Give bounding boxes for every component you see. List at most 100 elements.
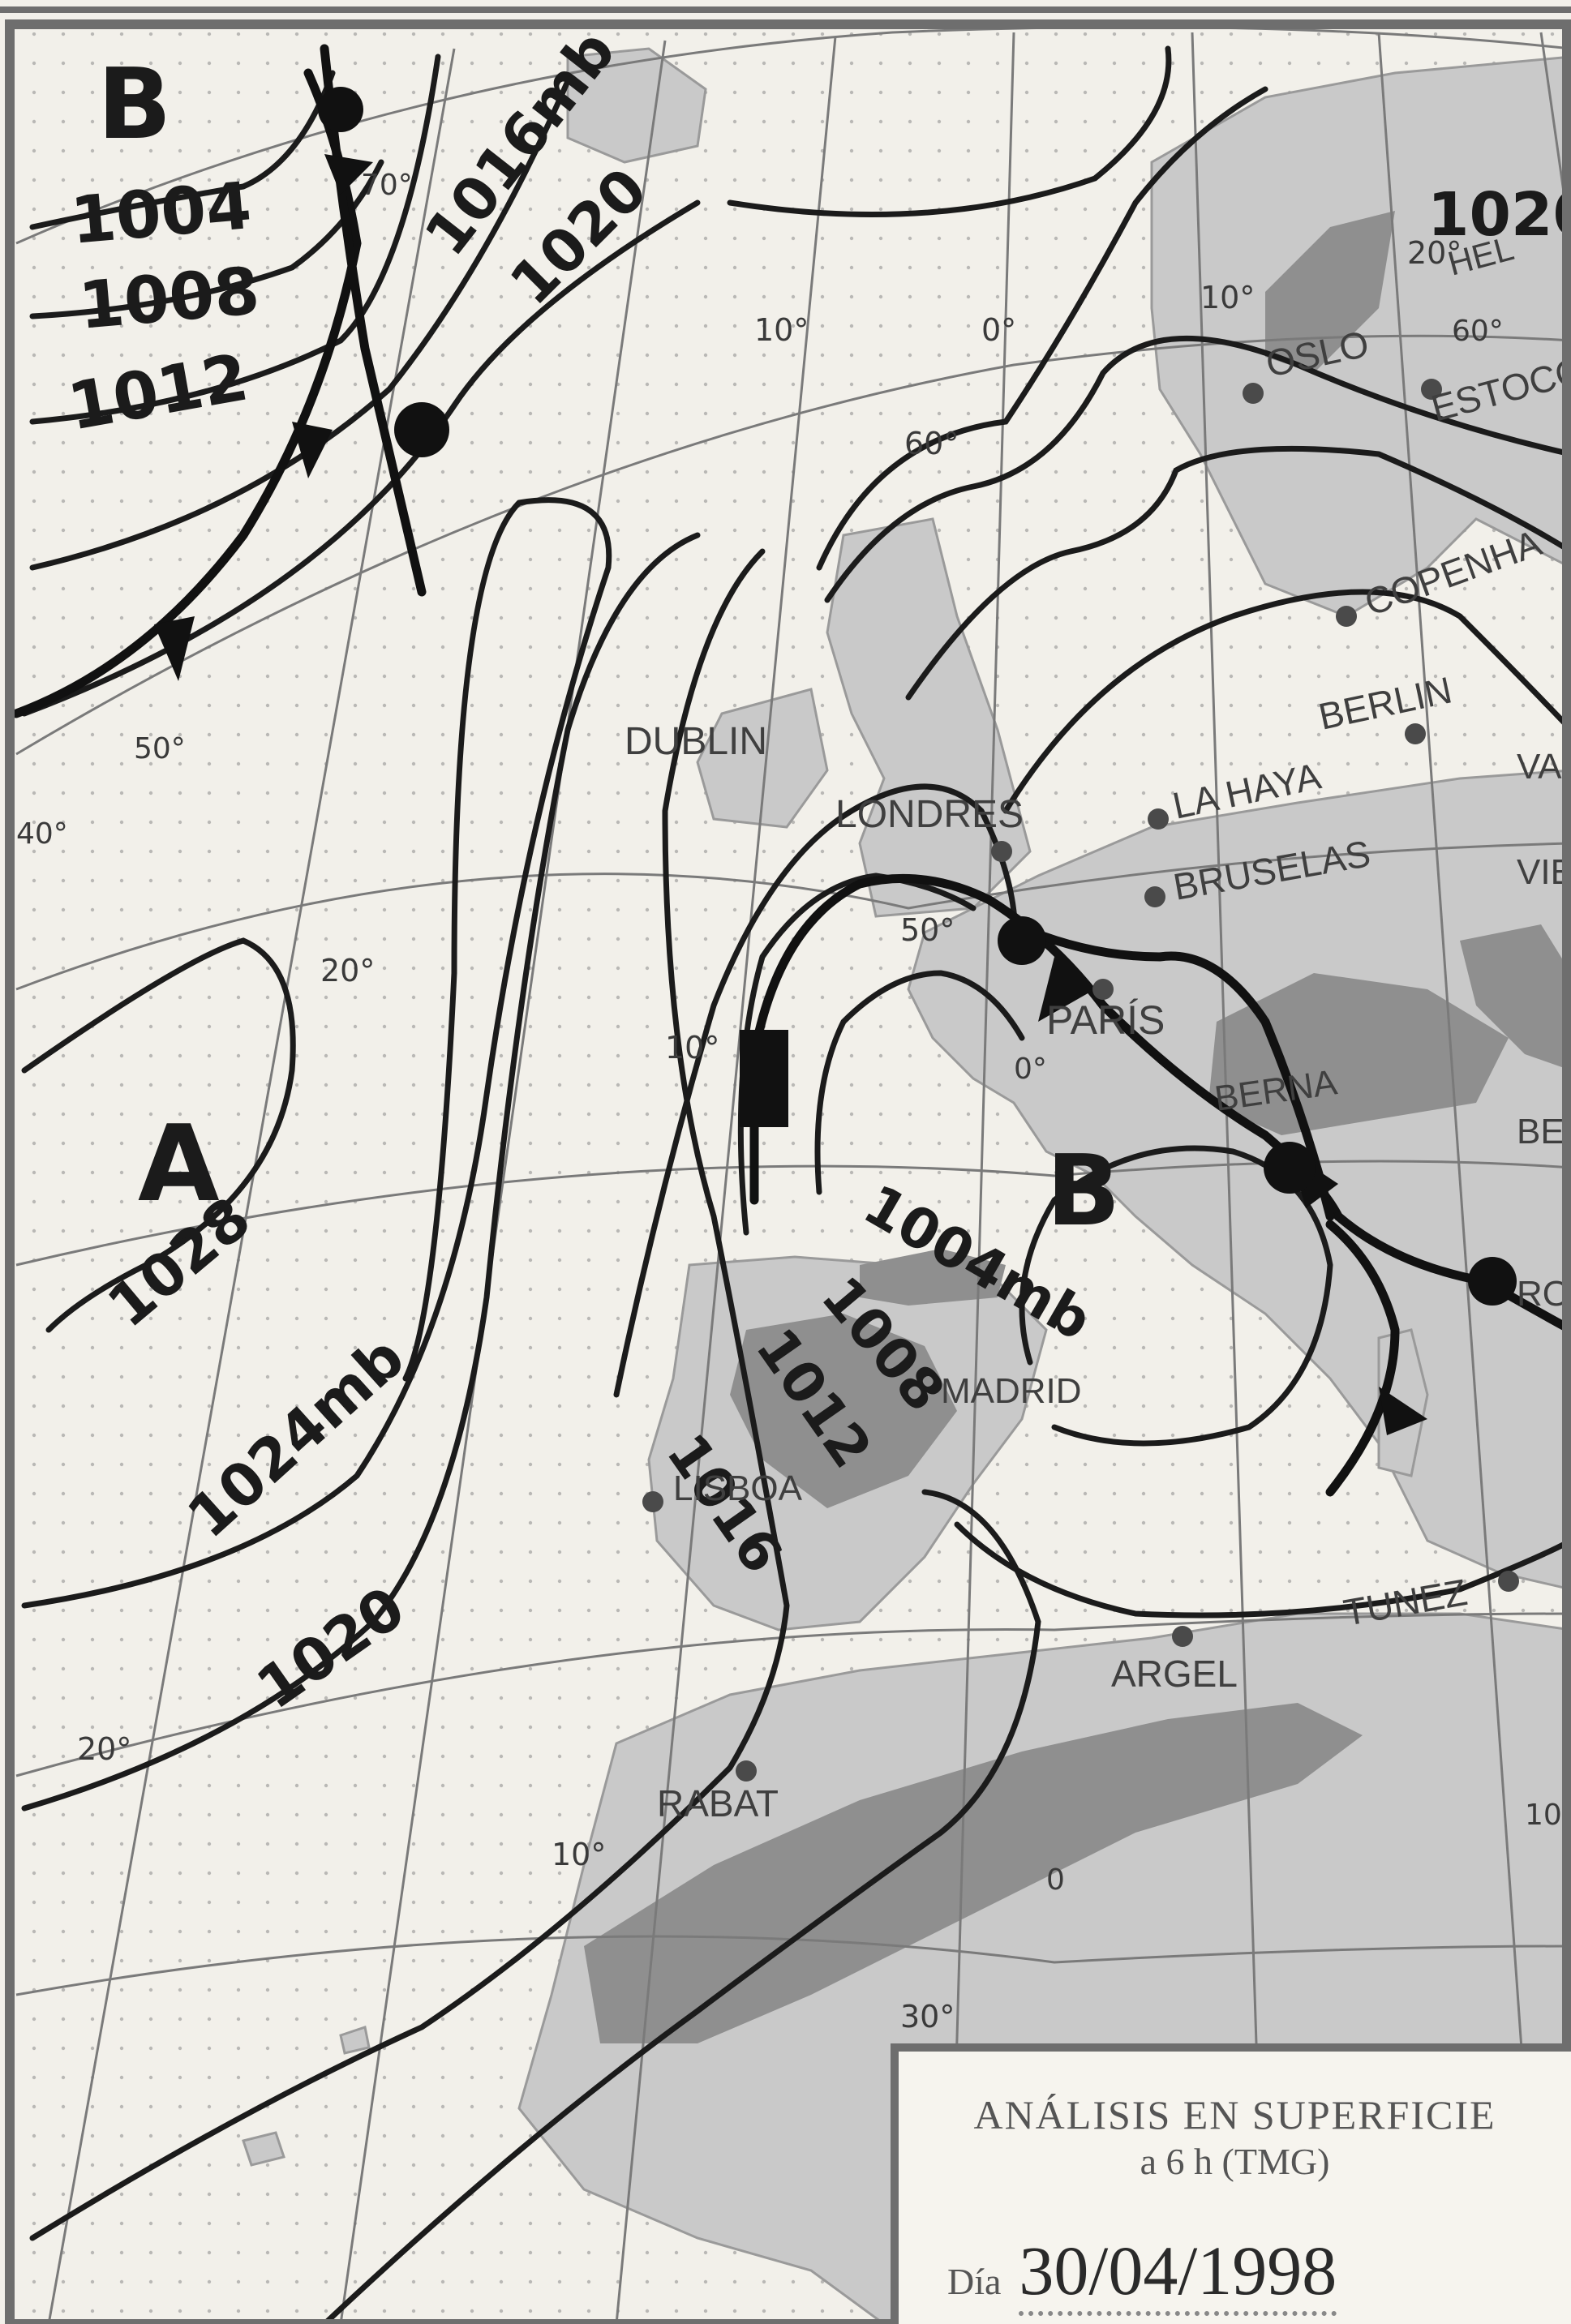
pressure-center-a-atlantic: A (138, 1102, 220, 1225)
graticule-label-60-center: 60° (904, 426, 959, 461)
graticule-label-10w-bottom: 10° (552, 1837, 606, 1872)
relief-alps (1208, 973, 1509, 1135)
land-britain (826, 517, 1032, 918)
graticule-label-0-bottom: 0 (1046, 1863, 1065, 1897)
relief-pyrenees (860, 1249, 1006, 1306)
isobar-north-2 (816, 86, 1268, 571)
graticule-labels: 10° 0° 10° 20° 60° 60° 50° 50° 40° 20° 1… (16, 169, 1571, 2035)
graticule-label-10w-top: 10° (754, 312, 809, 348)
isobar-atl-sw (29, 548, 790, 2241)
graticule-label-70-top: 70° (361, 169, 413, 202)
front-nw-warm (320, 44, 427, 597)
isobar-nw-1004 (29, 70, 336, 230)
relief-iberian-center (730, 1314, 957, 1508)
relief-scandinavia (1265, 211, 1395, 373)
isobar-north-4 (905, 445, 1571, 701)
occluded-semicircle-3 (1468, 1257, 1517, 1306)
isobar-nw-1016 (29, 78, 571, 571)
legend-date-label: Día (947, 2261, 1002, 2302)
parallel-40 (15, 1160, 1571, 1267)
meridian-20w (339, 40, 667, 2324)
marker-tunez (1498, 1571, 1519, 1592)
graticule-label-50-center: 50° (900, 912, 955, 948)
graticule-label-20e-top: 20° (1407, 235, 1462, 271)
isobar-label-nw-1008: 1008 (76, 253, 263, 344)
meridian-10e (1191, 32, 1267, 2324)
isobars (21, 45, 1571, 2324)
graticule-label-40-left: 40° (16, 817, 68, 851)
pressure-centers: B A B (97, 49, 1120, 1248)
land-madeira (339, 2026, 371, 2055)
cold-triangle-med (1379, 1387, 1427, 1435)
occluded-semicircle-2 (1264, 1142, 1316, 1194)
meridian-20e (1377, 32, 1543, 2324)
isobar-nw-1012 (29, 54, 441, 425)
cold-front-triangle-3 (324, 154, 373, 195)
city-markers (642, 379, 1519, 1782)
front-north-curve (1009, 920, 1335, 1221)
city-label-belgrado: BE (1517, 1112, 1565, 1151)
marker-paris (1092, 979, 1114, 1000)
isobar-sw-lower (321, 1489, 1041, 2324)
occluded-block-iberia (740, 1030, 788, 1127)
city-label-dublin: DUBLIN (625, 720, 767, 763)
graticule-label-20w-mid: 20° (320, 953, 375, 988)
pressure-center-b-iberia: B (1046, 1135, 1120, 1248)
meridian-0 (947, 32, 1015, 2324)
marker-copenhague (1336, 606, 1357, 627)
land-canary-islands (242, 2131, 285, 2167)
marker-rabat (736, 1760, 757, 1782)
city-label-varsovia: VA (1517, 747, 1562, 787)
city-label-londres: LONDRES (835, 793, 1024, 836)
graticule-label-50-left: 50° (134, 732, 186, 765)
isobar-atl-1020 (21, 532, 701, 1812)
isobar-label-nw-1004: 1004 (68, 168, 255, 259)
relief-balkans (1460, 924, 1571, 1070)
graticule-label-0-top: 0° (981, 312, 1016, 348)
graticule-label-30-bottom: 30° (900, 1999, 955, 2035)
legend-date-row: Día 30/04/1998 (947, 2230, 1564, 2316)
graticule-label-20-left: 20° (77, 1731, 131, 1767)
warm-front-semicircle-2 (394, 402, 449, 457)
marker-la-haya (1148, 808, 1169, 830)
marker-lisboa (642, 1491, 663, 1512)
cold-front-triangle-1 (154, 616, 195, 681)
isobar-atl-1028 (21, 937, 296, 1333)
legend-subtitle: a 6 h (TMG) (1140, 2141, 1330, 2182)
isobar-label-ne-1020: 1020 (1427, 180, 1571, 250)
relief-atlas (584, 1703, 1363, 2043)
legend-box: ANÁLISIS EN SUPERFICIE a 6 h (TMG) Día 3… (891, 2043, 1571, 2324)
parallel-20 (15, 1935, 1571, 1996)
isobar-north-3 (824, 335, 1571, 603)
warm-front-semicircle-1 (318, 87, 363, 132)
marker-berlin (1405, 723, 1426, 744)
marker-argel (1172, 1626, 1193, 1647)
parallel-50 (15, 842, 1571, 991)
city-label-lisboa: LISBOA (673, 1469, 803, 1508)
isobar-north-1020 (727, 45, 1172, 218)
graticule-label-10e-top: 10° (1200, 280, 1255, 315)
map-frame-border (0, 6, 1571, 2324)
city-label-roma: ROM (1517, 1274, 1571, 1314)
marker-estocolmo (1421, 379, 1442, 400)
land-iceland (566, 47, 707, 164)
city-label-viena: VIE (1517, 852, 1571, 892)
graticule-label-60-right: 60° (1452, 315, 1504, 348)
isobar-med-outer (954, 1521, 1571, 1619)
city-label-paris: PARÍS (1046, 997, 1165, 1043)
isobar-atl-1024 (21, 497, 612, 1609)
parallel-70 (15, 25, 1571, 245)
marker-londres (991, 841, 1012, 862)
isobar-north-5 (1002, 589, 1571, 814)
city-label-madrid: MADRID (941, 1371, 1082, 1411)
marker-oslo (1243, 383, 1264, 404)
mountain-relief (584, 211, 1571, 2043)
graticule-label-0-mid: 0° (1014, 1053, 1047, 1086)
legend-date-value: 30/04/1998 (1019, 2232, 1337, 2316)
land-ireland (696, 688, 829, 829)
marker-bruselas (1144, 886, 1165, 907)
pressure-center-b-northwest: B (97, 49, 171, 161)
city-label-argel: ARGEL (1111, 1653, 1238, 1695)
graticule-label-10w-mid: 10° (665, 1030, 719, 1066)
